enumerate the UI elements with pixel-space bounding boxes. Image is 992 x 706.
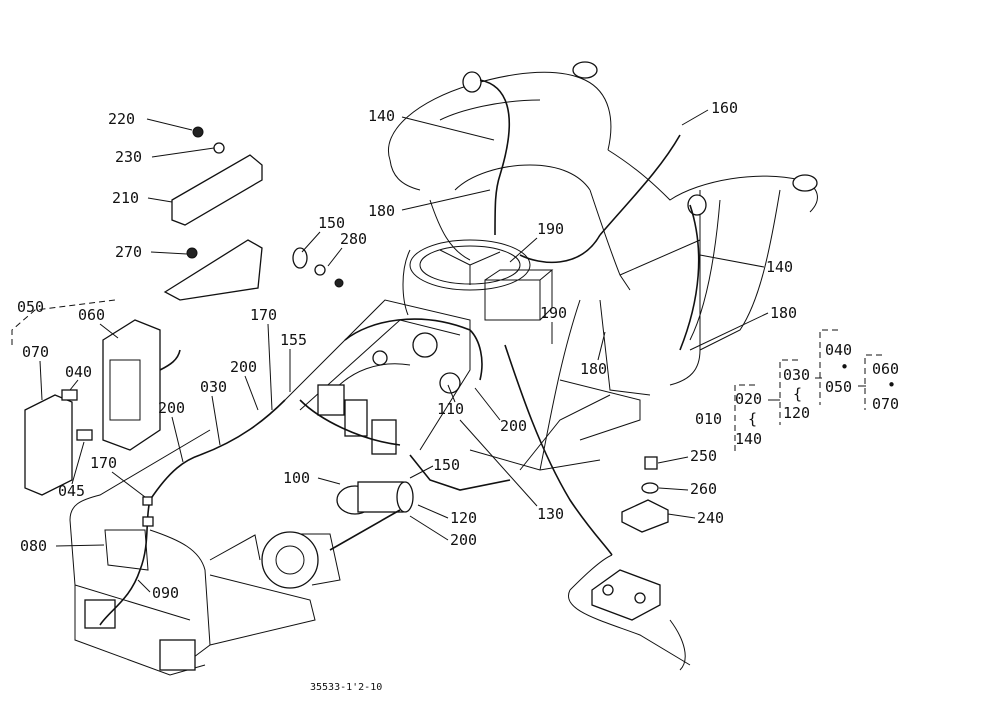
callout-270: 270: [115, 243, 142, 261]
callout-180: 180: [580, 360, 607, 378]
legend-010: 010: [695, 410, 722, 428]
bracket-240-assembly: [567, 456, 691, 671]
legend-dot: •: [840, 358, 849, 376]
callout-140: 140: [368, 107, 395, 125]
callout-240: 240: [697, 509, 724, 527]
callout-170: 170: [90, 454, 117, 472]
callout-180: 180: [770, 304, 797, 322]
callout-200: 200: [500, 417, 527, 435]
legend-120: 120: [783, 404, 810, 422]
legend-140: 140: [735, 430, 762, 448]
callout-280: 280: [340, 230, 367, 248]
bracket-assembly: [163, 126, 344, 301]
callout-140: 140: [766, 258, 793, 276]
legend-tilde: {: [793, 385, 802, 403]
callout-260: 260: [690, 480, 717, 498]
callouts: 220 230 210 270 150 280 050 060 070 040 …: [17, 99, 797, 602]
dashboard-wiring: [261, 299, 613, 589]
callout-110: 110: [437, 400, 464, 418]
legend-070: 070: [872, 395, 899, 413]
callout-230: 230: [115, 148, 142, 166]
legend-030: 030: [783, 366, 810, 384]
callout-150: 150: [433, 456, 460, 474]
fender-seat-assembly: [388, 61, 818, 471]
callout-080: 080: [20, 537, 47, 555]
variant-legend: 010 020 { 140 030 { 120 040 • 050 060 • …: [695, 329, 899, 455]
callout-050: 050: [17, 298, 44, 316]
callout-200: 200: [230, 358, 257, 376]
callout-210: 210: [112, 189, 139, 207]
callout-100: 100: [283, 469, 310, 487]
legend-dot: •: [887, 376, 896, 394]
callout-160: 160: [711, 99, 738, 117]
callout-040: 040: [65, 363, 92, 381]
callout-155: 155: [280, 331, 307, 349]
legend-020: 020: [735, 390, 762, 408]
legend-060: 060: [872, 360, 899, 378]
callout-070: 070: [22, 343, 49, 361]
callout-190: 190: [537, 220, 564, 238]
callout-220: 220: [108, 110, 135, 128]
legend-tilde: {: [748, 410, 757, 428]
drawing-number: 35533-1'2-10: [310, 682, 382, 693]
callout-130: 130: [537, 505, 564, 523]
callout-060: 060: [78, 306, 105, 324]
bonnet-front: [69, 399, 316, 676]
callout-030: 030: [200, 378, 227, 396]
callout-190: 190: [540, 304, 567, 322]
legend-050: 050: [825, 378, 852, 396]
callout-150: 150: [318, 214, 345, 232]
callout-250: 250: [690, 447, 717, 465]
fuse-box-assembly: [11, 299, 181, 496]
legend-040: 040: [825, 341, 852, 359]
callout-170: 170: [250, 306, 277, 324]
callout-120: 120: [450, 509, 477, 527]
callout-180: 180: [368, 202, 395, 220]
callout-045: 045: [58, 482, 85, 500]
callout-090: 090: [152, 584, 179, 602]
callout-200: 200: [450, 531, 477, 549]
callout-200: 200: [158, 399, 185, 417]
